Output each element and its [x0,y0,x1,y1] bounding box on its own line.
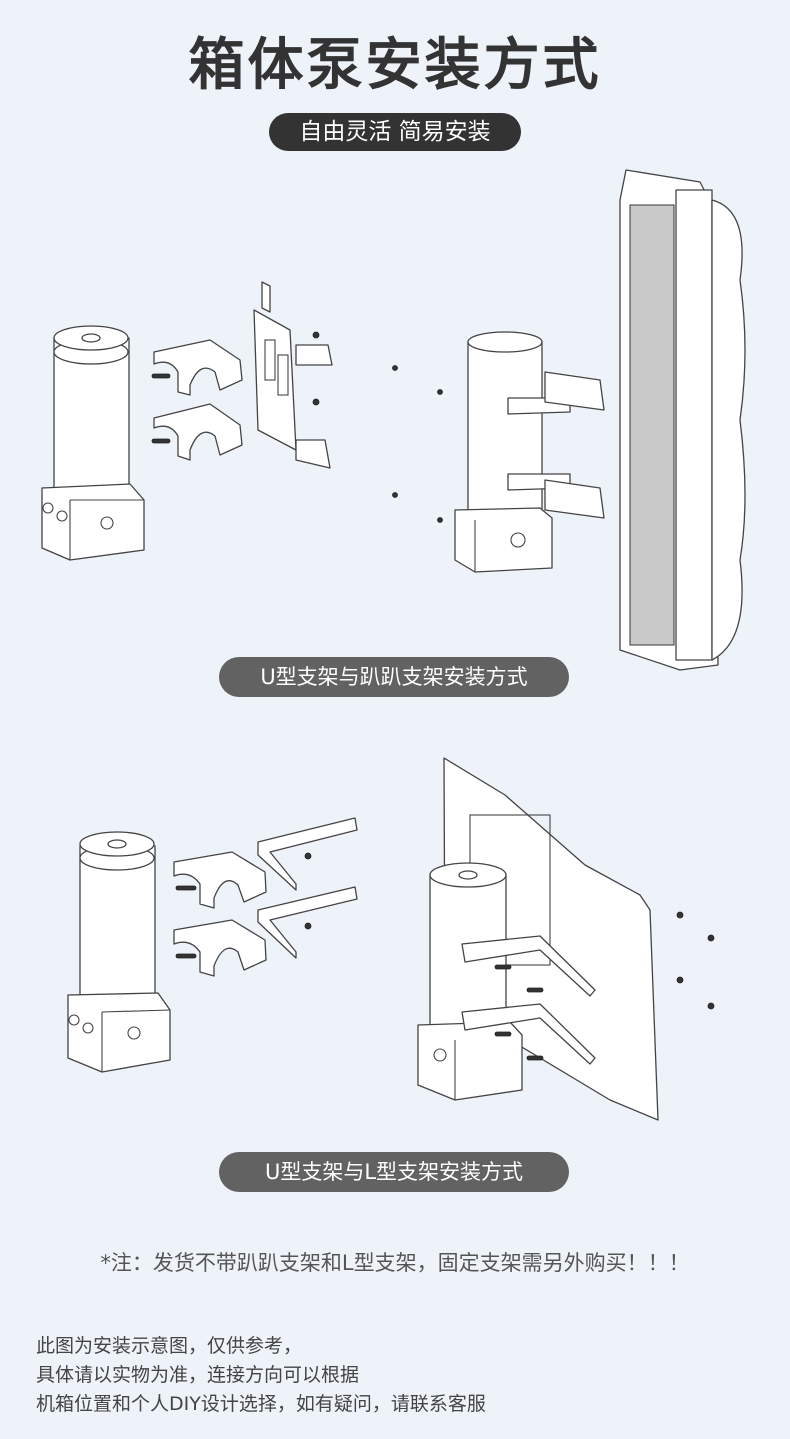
shipping-note: *注：发货不带趴趴支架和L型支架，固定支架需另外购买！！！ [100,1251,690,1275]
disclaimer-line: 具体请以实物为准，连接方向可以根据 [36,1364,360,1386]
section-1-caption: U型支架与趴趴支架安装方式 [219,657,569,697]
pa-bracket-1 [253,281,333,469]
assembled-pump-with-radiator [392,331,605,573]
pump-reservoir-1 [41,325,145,561]
u-bracket-set-1 [151,339,243,461]
radiator [619,169,746,671]
disclaimer-line: 机箱位置和个人DIY设计选择，如有疑问，请联系客服 [36,1393,486,1415]
section-2-caption: U型支架与L型支架安装方式 [219,1152,569,1192]
disclaimer-line: 此图为安装示意图，仅供参考， [36,1335,303,1357]
page-title: 箱体泵安装方式 [188,33,602,98]
disclaimer: 此图为安装示意图，仅供参考， 具体请以实物为准，连接方向可以根据 机箱位置和个人… [36,1332,486,1419]
subtitle-badge: 自由灵活 简易安装 [269,113,521,151]
